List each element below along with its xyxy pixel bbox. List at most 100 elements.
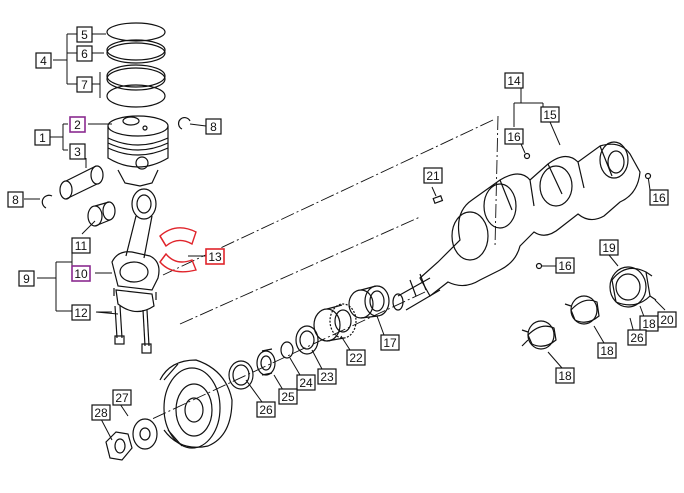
- callout-26[interactable]: 26: [627, 329, 647, 346]
- callout-number: 16: [507, 130, 521, 144]
- piston-pin[interactable]: [59, 165, 104, 200]
- callout-box[interactable]: [649, 189, 669, 206]
- callout-box[interactable]: [256, 401, 276, 418]
- o-ring[interactable]: [280, 341, 294, 359]
- callout-box[interactable]: [34, 129, 51, 146]
- callout-20[interactable]: 20: [657, 311, 677, 328]
- callout-12[interactable]: 12: [71, 304, 91, 321]
- callout-26[interactable]: 26: [256, 401, 276, 418]
- callout-18[interactable]: 18: [639, 315, 659, 332]
- callout-number: 16: [652, 191, 666, 205]
- callout-number: 11: [75, 239, 88, 253]
- callout-16[interactable]: 16: [555, 257, 575, 274]
- callout-6[interactable]: 6: [76, 45, 93, 62]
- callout-box[interactable]: [76, 45, 93, 62]
- callout-box[interactable]: [69, 143, 86, 160]
- callout-1[interactable]: 1: [34, 129, 51, 146]
- callout-box[interactable]: [599, 239, 619, 256]
- callout-28[interactable]: 28: [91, 404, 111, 421]
- callout-box[interactable]: [71, 265, 91, 282]
- callout-number: 14: [507, 74, 521, 88]
- callout-5[interactable]: 5: [76, 26, 93, 43]
- rod-bolts[interactable]: [114, 305, 152, 354]
- callout-16[interactable]: 16: [649, 189, 669, 206]
- callout-box[interactable]: [597, 342, 617, 359]
- callout-box[interactable]: [296, 374, 316, 391]
- callout-number: 18: [600, 344, 614, 358]
- circlip-upper[interactable]: [178, 117, 191, 130]
- callout-box[interactable]: [423, 167, 443, 184]
- con-rod-bearing-highlight[interactable]: [159, 227, 197, 273]
- callout-box[interactable]: [112, 389, 132, 406]
- callout-box[interactable]: [657, 311, 677, 328]
- callout-24[interactable]: 24: [296, 374, 316, 391]
- crank-plugs[interactable]: [523, 152, 652, 270]
- callout-box[interactable]: [555, 367, 575, 384]
- callout-box[interactable]: [540, 106, 560, 123]
- callout-18[interactable]: 18: [597, 342, 617, 359]
- callout-box[interactable]: [504, 128, 524, 145]
- callout-14[interactable]: 14: [504, 72, 524, 89]
- callout-2[interactable]: 2: [69, 116, 86, 133]
- callout-number: 4: [40, 54, 47, 68]
- main-bearing-2[interactable]: [564, 295, 600, 325]
- callout-box[interactable]: [205, 248, 225, 265]
- callout-box[interactable]: [380, 334, 400, 351]
- connecting-rod[interactable]: [111, 188, 160, 313]
- callout-box[interactable]: [18, 270, 35, 287]
- callout-box[interactable]: [317, 368, 337, 385]
- callout-27[interactable]: 27: [112, 389, 132, 406]
- callout-box[interactable]: [71, 304, 91, 321]
- callout-10[interactable]: 10: [71, 265, 91, 282]
- callout-4[interactable]: 4: [35, 52, 52, 69]
- callout-21[interactable]: 21: [423, 167, 443, 184]
- crankshaft[interactable]: [392, 141, 641, 311]
- collar[interactable]: [256, 348, 276, 376]
- callout-17[interactable]: 17: [380, 334, 400, 351]
- callout-19[interactable]: 19: [599, 239, 619, 256]
- callout-23[interactable]: 23: [317, 368, 337, 385]
- callout-7[interactable]: 7: [76, 76, 93, 93]
- small-end-bush[interactable]: [87, 201, 116, 227]
- callout-number: 20: [660, 313, 674, 327]
- callout-9[interactable]: 9: [18, 270, 35, 287]
- thrust-washer[interactable]: [295, 325, 319, 355]
- callout-box[interactable]: [555, 257, 575, 274]
- callout-18[interactable]: 18: [555, 367, 575, 384]
- crank-pulley[interactable]: [159, 359, 233, 449]
- crank-gear[interactable]: [313, 303, 357, 342]
- callout-box[interactable]: [205, 118, 222, 135]
- callout-box[interactable]: [76, 76, 93, 93]
- circlip-lower[interactable]: [41, 194, 53, 209]
- callout-box[interactable]: [627, 329, 647, 346]
- callout-box[interactable]: [76, 26, 93, 43]
- callout-box[interactable]: [69, 116, 86, 133]
- callout-box[interactable]: [346, 349, 366, 366]
- callout-box[interactable]: [35, 52, 52, 69]
- piston-ring-set[interactable]: [106, 22, 166, 108]
- callout-8[interactable]: 8: [205, 118, 222, 135]
- pulley-nut[interactable]: [105, 431, 133, 461]
- callout-number: 9: [23, 272, 30, 286]
- callout-box[interactable]: [91, 404, 111, 421]
- main-bearing-1[interactable]: [521, 320, 557, 350]
- crank-bush[interactable]: [348, 285, 390, 319]
- oil-seal[interactable]: [228, 360, 254, 390]
- callout-22[interactable]: 22: [346, 349, 366, 366]
- callout-25[interactable]: 25: [278, 388, 298, 405]
- callout-11[interactable]: 11: [71, 237, 91, 254]
- callout-number: 16: [558, 259, 572, 273]
- main-bearing-3[interactable]: [609, 266, 657, 308]
- callout-15[interactable]: 15: [540, 106, 560, 123]
- callout-8[interactable]: 8: [7, 191, 24, 208]
- callout-box[interactable]: [504, 72, 524, 89]
- callout-13[interactable]: 13: [205, 248, 225, 265]
- pulley-washer[interactable]: [132, 418, 158, 450]
- callout-box[interactable]: [278, 388, 298, 405]
- piston[interactable]: [107, 115, 169, 187]
- callout-box[interactable]: [71, 237, 91, 254]
- woodruff-key[interactable]: [432, 195, 444, 205]
- callout-box[interactable]: [7, 191, 24, 208]
- callout-16[interactable]: 16: [504, 128, 524, 145]
- callout-3[interactable]: 3: [69, 143, 86, 160]
